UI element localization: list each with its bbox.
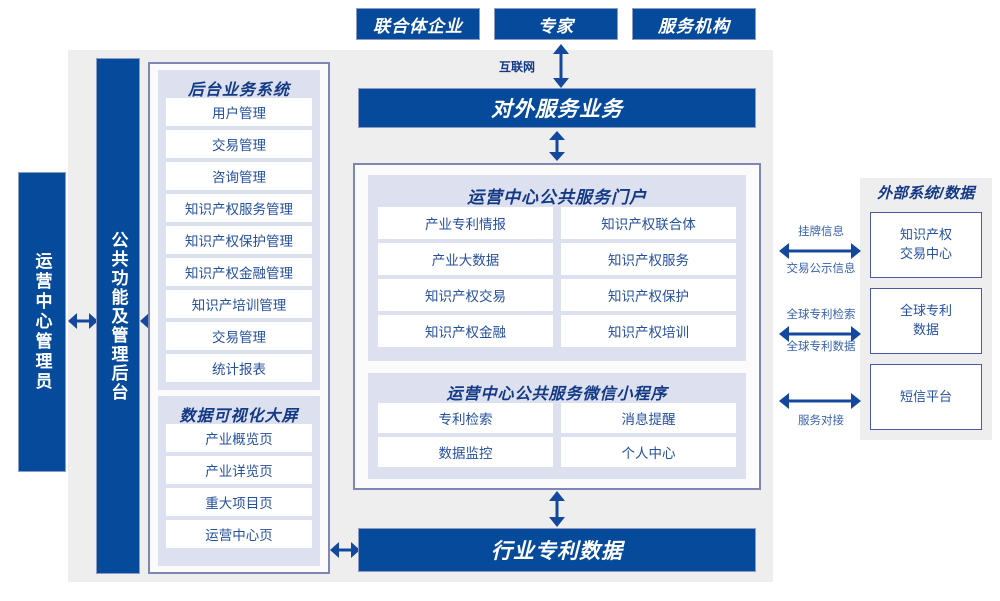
miniprogram-title: 运营中心公共服务微信小程序: [446, 386, 668, 403]
miniprogram-cell[interactable]: 个人中心: [561, 437, 736, 467]
backend-system-title: 后台业务系统: [187, 82, 290, 99]
backend-item[interactable]: 用户管理: [166, 98, 312, 126]
external-system-ip-exchange[interactable]: 知识产权 交易中心: [870, 212, 982, 278]
backend-item[interactable]: 知识产培训管理: [166, 290, 312, 318]
top-actor-lianheti[interactable]: 联合体企业: [356, 8, 480, 40]
portal-panel: 运营中心公共服务门户 产业专利情报 知识产权联合体 产业大数据 知识产权服务 知…: [368, 175, 746, 361]
portal-cell[interactable]: 知识产权服务: [561, 243, 736, 275]
miniprogram-cell[interactable]: 数据监控: [378, 437, 553, 467]
visualization-item[interactable]: 产业概览页: [166, 424, 312, 452]
visualization-item[interactable]: 运营中心页: [166, 520, 312, 548]
portal-cell[interactable]: 产业大数据: [378, 243, 553, 275]
backend-item[interactable]: 统计报表: [166, 354, 312, 382]
miniprogram-cell[interactable]: 消息提醒: [561, 403, 736, 433]
portal-row: 产业专利情报 知识产权联合体: [378, 207, 736, 239]
column-public-functions-backend[interactable]: 公共功能及管理后台: [96, 58, 140, 574]
external-service-label: 对外服务业务: [491, 98, 623, 121]
backend-item[interactable]: 知识产权保护管理: [166, 226, 312, 254]
visualization-item[interactable]: 产业详览页: [166, 456, 312, 484]
external-arrow-sms-icon: [779, 393, 861, 409]
miniprogram-cell[interactable]: 专利检索: [378, 403, 553, 433]
external-service-bar[interactable]: 对外服务业务: [358, 88, 756, 128]
industry-patent-data-bar[interactable]: 行业专利数据: [358, 528, 756, 572]
backend-item[interactable]: 知识产权服务管理: [166, 194, 312, 222]
external-arrow-ip-exchange-icon: [779, 243, 861, 259]
service-portal-arrow-icon: [549, 131, 565, 161]
portal-grid: 产业专利情报 知识产权联合体 产业大数据 知识产权服务 知识产权交易 知识产权保…: [368, 207, 746, 347]
miniprogram-grid: 专利检索 消息提醒 数据监控 个人中心: [368, 403, 746, 467]
external-system-label: 全球专利 数据: [900, 302, 952, 340]
external-system-label: 短信平台: [899, 388, 952, 404]
top-actor-fuwujigou[interactable]: 服务机构: [632, 8, 756, 40]
external-connector-label-below: 交易公示信息: [786, 263, 856, 275]
external-connector-label-below: 全球专利数据: [786, 341, 856, 353]
backend-item[interactable]: 交易管理: [166, 322, 312, 350]
portal-row: 知识产权金融 知识产权培训: [378, 315, 736, 347]
visualization-title: 数据可视化大屏: [179, 408, 299, 425]
backend-item[interactable]: 交易管理: [166, 130, 312, 158]
external-connector-label-above: 挂牌信息: [798, 226, 844, 238]
external-connector-label-below: 服务对接: [798, 415, 844, 427]
external-system-line2: 交易中心: [899, 246, 952, 261]
internet-arrow-icon: [553, 44, 569, 88]
visualization-panel: 数据可视化大屏 产业概览页 产业详览页 重大项目页 运营中心页: [158, 396, 320, 566]
external-systems-title: 外部系统/数据: [877, 185, 975, 202]
miniprogram-row: 数据监控 个人中心: [378, 437, 736, 467]
portal-cell[interactable]: 知识产权交易: [378, 279, 553, 311]
portal-cell[interactable]: 知识产权培训: [561, 315, 736, 347]
backend-item[interactable]: 咨询管理: [166, 162, 312, 190]
portal-row: 知识产权交易 知识产权保护: [378, 279, 736, 311]
top-actor-label: 专家: [538, 16, 574, 36]
visualization-items: 产业概览页 产业详览页 重大项目页 运营中心页: [158, 424, 320, 548]
external-system-line1: 知识产权: [899, 227, 952, 243]
portal-cell[interactable]: 知识产权联合体: [561, 207, 736, 239]
internet-label: 互联网: [498, 60, 535, 74]
column-label: 运营中心管理员: [32, 252, 52, 392]
portal-to-data-arrow-icon: [549, 491, 565, 527]
backend-to-data-arrow-icon: [330, 542, 360, 558]
portal-cell[interactable]: 知识产权金融: [378, 315, 553, 347]
column-label: 公共功能及管理后台: [108, 230, 128, 402]
portal-cell[interactable]: 知识产权保护: [561, 279, 736, 311]
external-arrow-global-patent-icon: [779, 326, 861, 342]
backend-system-items: 用户管理 交易管理 咨询管理 知识产权服务管理 知识产权保护管理 知识产权金融管…: [158, 98, 320, 382]
visualization-item[interactable]: 重大项目页: [166, 488, 312, 516]
column-operation-center-admin[interactable]: 运营中心管理员: [18, 172, 66, 472]
external-system-sms-platform[interactable]: 短信平台: [870, 364, 982, 430]
miniprogram-row: 专利检索 消息提醒: [378, 403, 736, 433]
miniprogram-panel: 运营中心公共服务微信小程序 专利检索 消息提醒 数据监控 个人中心: [368, 373, 746, 479]
portal-row: 产业大数据 知识产权服务: [378, 243, 736, 275]
portal-title: 运营中心公共服务门户: [467, 188, 647, 207]
top-actor-label: 服务机构: [658, 16, 730, 36]
external-system-line2: 数据: [912, 322, 939, 337]
portal-cell[interactable]: 产业专利情报: [378, 207, 553, 239]
external-system-label: 知识产权 交易中心: [900, 226, 952, 264]
industry-patent-data-label: 行业专利数据: [491, 540, 623, 563]
external-system-line1: 全球专利: [899, 303, 952, 319]
backend-item[interactable]: 知识产权金融管理: [166, 258, 312, 286]
top-actor-label: 联合体企业: [373, 16, 463, 36]
backend-system-panel: 后台业务系统 用户管理 交易管理 咨询管理 知识产权服务管理 知识产权保护管理 …: [158, 70, 320, 390]
top-actor-zhuanjia[interactable]: 专家: [494, 8, 618, 40]
external-system-global-patent[interactable]: 全球专利 数据: [870, 288, 982, 354]
admin-to-platform-arrow-icon: [68, 313, 98, 329]
external-connector-label-above: 全球专利检索: [786, 309, 856, 321]
